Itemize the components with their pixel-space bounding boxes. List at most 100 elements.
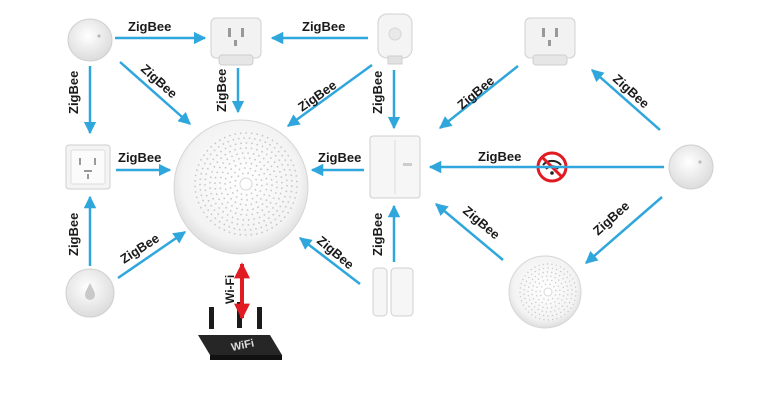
hub-perforation-dot xyxy=(226,158,229,161)
hub-perforation-dot xyxy=(225,206,228,209)
hub-perforation-dot xyxy=(563,273,565,275)
hub-perforation-dot xyxy=(531,278,534,281)
hub-perforation-dot xyxy=(200,159,202,161)
hub-perforation-dot xyxy=(566,305,568,308)
hub-perforation-dot xyxy=(273,170,276,173)
hub-perforation-dot xyxy=(261,209,264,212)
hub-perforation-dot xyxy=(573,282,576,284)
hub-perforation-dot xyxy=(286,184,288,187)
hub-perforation-dot xyxy=(206,149,209,152)
hub-perforation-dot xyxy=(251,197,254,200)
hub-perforation-dot xyxy=(527,311,530,313)
hub-perforation-dot xyxy=(240,142,242,145)
hub-perforation-dot xyxy=(566,285,568,287)
hub-perforation-dot xyxy=(561,305,563,307)
hub-perforation-dot xyxy=(280,220,282,223)
hub-perforation-dot xyxy=(229,145,232,148)
hub-perforation-dot xyxy=(563,268,565,270)
hub-perforation-dot xyxy=(246,199,249,201)
hub-perforation-dot xyxy=(194,174,197,177)
hub-perforation-dot xyxy=(258,174,261,176)
wall-socket xyxy=(65,144,111,190)
hub-perforation-dot xyxy=(275,223,278,226)
hub-perforation-dot xyxy=(244,229,247,231)
hub-perforation-dot xyxy=(278,159,281,162)
hub-perforation-dot xyxy=(537,308,539,311)
hub-perforation-dot xyxy=(559,270,562,273)
hub-perforation-dot xyxy=(519,291,521,294)
hub-perforation-dot xyxy=(557,285,560,287)
hub-perforation-dot xyxy=(272,213,275,216)
hub-perforation-dot xyxy=(564,281,567,283)
hub-perforation-dot xyxy=(228,225,231,228)
hub-perforation-dot xyxy=(250,162,253,165)
hub-perforation-dot xyxy=(547,267,549,269)
hub-perforation-dot xyxy=(211,171,214,173)
hub-perforation-dot xyxy=(239,132,242,135)
hub-perforation-dot xyxy=(265,188,268,191)
hub-perforation-dot xyxy=(290,207,292,210)
hub-perforation-dot xyxy=(247,172,250,175)
hub-perforation-dot xyxy=(256,194,258,197)
hub-perforation-dot xyxy=(570,307,572,309)
hub-perforation-dot xyxy=(220,192,223,195)
hub-perforation-dot xyxy=(199,189,202,191)
hub-perforation-dot xyxy=(260,168,262,171)
hub-perforation-dot xyxy=(292,202,295,205)
motion-sensor xyxy=(377,13,413,65)
label-motion-to-hub: ZigBee xyxy=(295,77,339,114)
hub-perforation-dot xyxy=(537,278,540,280)
label-plug-right-to-switch: ZigBee xyxy=(454,73,497,112)
hub-perforation-dot xyxy=(210,213,213,216)
hub-perforation-dot xyxy=(217,213,220,216)
hub-perforation-dot xyxy=(219,139,221,142)
hub-perforation-dot xyxy=(534,270,536,273)
hub-perforation-dot xyxy=(290,190,293,193)
hub-perforation-dot xyxy=(250,203,253,206)
hub-perforation-dot xyxy=(234,164,237,167)
hub-perforation-dot xyxy=(534,306,536,308)
hub-perforation-dot xyxy=(294,197,296,199)
hub-perforation-dot xyxy=(527,286,530,288)
hub-perforation-dot xyxy=(212,158,215,161)
hub-perforation-dot xyxy=(261,231,263,234)
hub-perforation-dot xyxy=(270,165,273,168)
hub-perforation-dot xyxy=(236,223,239,226)
hub-perforation-dot xyxy=(219,187,222,190)
hub-perforation-dot xyxy=(564,302,566,304)
hub-perforation-dot xyxy=(284,195,286,198)
hub-perforation-dot xyxy=(232,138,235,141)
hub-perforation-dot xyxy=(279,205,282,208)
hub-perforation-dot xyxy=(291,179,293,182)
hub-perforation-dot xyxy=(261,134,264,137)
hub-perforation-dot xyxy=(200,194,203,197)
hub-perforation-dot xyxy=(280,187,283,190)
hub-perforation-dot xyxy=(545,275,548,277)
hub-perforation-dot xyxy=(255,233,258,235)
hub-perforation-dot xyxy=(241,152,244,155)
hub-perforation-dot xyxy=(255,178,257,181)
hub-perforation-dot xyxy=(571,289,573,291)
hub-perforation-dot xyxy=(558,279,560,281)
hub-perforation-dot xyxy=(255,148,258,151)
hub-perforation-dot xyxy=(296,180,298,183)
hub-perforation-dot xyxy=(234,133,237,136)
hub-perforation-dot xyxy=(543,319,545,321)
hub-perforation-dot xyxy=(231,155,233,158)
hub-perforation-dot xyxy=(282,210,284,213)
hub-perforation-dot xyxy=(566,298,568,300)
hub-perforation-dot xyxy=(233,232,236,235)
hub-perforation-dot xyxy=(519,296,522,298)
hub-perforation-dot xyxy=(256,211,259,214)
hub-perforation-dot xyxy=(207,209,210,212)
hub-perforation-dot xyxy=(536,286,538,288)
hub-perforation-dot xyxy=(228,163,231,165)
hub-perforation-dot xyxy=(255,201,258,204)
hub-perforation-dot xyxy=(214,176,217,179)
hub-perforation-dot xyxy=(231,221,234,224)
smart-plug-top-right xyxy=(524,17,576,66)
hub-perforation-dot xyxy=(205,194,208,197)
hub-perforation-dot xyxy=(560,311,562,314)
arrow-hub2-to-switch xyxy=(435,203,504,261)
hub-perforation-dot xyxy=(560,282,563,285)
